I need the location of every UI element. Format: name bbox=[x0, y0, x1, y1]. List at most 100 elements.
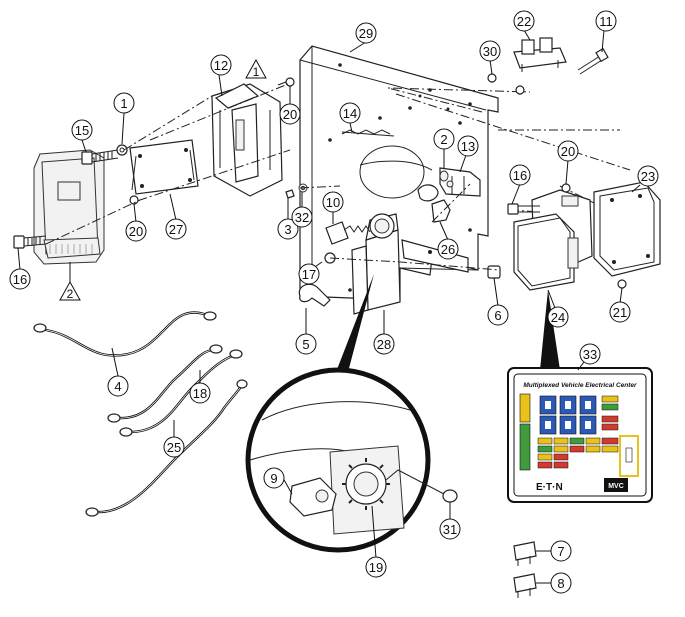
callout-circle bbox=[9, 268, 31, 290]
callout-number: 6 bbox=[494, 308, 501, 323]
callout-circle bbox=[165, 218, 187, 240]
battery-cable-icon bbox=[107, 344, 243, 437]
bolt-icon bbox=[507, 203, 540, 215]
callout-27: 27 bbox=[165, 218, 187, 240]
callout-13: 13 bbox=[457, 135, 479, 157]
callout-number: 8 bbox=[557, 576, 564, 591]
callout-circle bbox=[298, 263, 320, 285]
callout-number: 27 bbox=[169, 222, 183, 237]
ground-cable-icon bbox=[85, 379, 248, 517]
callout-number: 24 bbox=[551, 310, 565, 325]
bolt-icon bbox=[577, 47, 609, 75]
callout-number: 20 bbox=[129, 224, 143, 239]
callout-number: 26 bbox=[441, 242, 455, 257]
battery-cable-icon bbox=[33, 311, 217, 357]
leader-lines bbox=[17, 29, 641, 584]
callout-number: 32 bbox=[295, 210, 309, 225]
callout-circle bbox=[513, 10, 535, 32]
callout-circle bbox=[163, 436, 185, 458]
callout-32: 32 bbox=[291, 206, 313, 228]
callout-26: 26 bbox=[437, 238, 459, 260]
callout-circle bbox=[439, 518, 461, 540]
fuse-panel-title: Multiplexed Vehicle Electrical Center bbox=[523, 382, 637, 389]
callout-circle bbox=[609, 301, 631, 323]
callout-number: 21 bbox=[613, 305, 627, 320]
callout-5: 5 bbox=[295, 333, 317, 355]
callout-circle bbox=[210, 54, 232, 76]
callout-number: 30 bbox=[483, 44, 497, 59]
fuse-panel-logo: MVC bbox=[608, 483, 624, 490]
callout-circle bbox=[263, 467, 285, 489]
callout-circle bbox=[433, 128, 455, 150]
callout-circle bbox=[373, 333, 395, 355]
electrical-center-module-icon bbox=[513, 189, 593, 291]
callout-24: 24 bbox=[547, 306, 569, 328]
fuse-icon bbox=[513, 541, 537, 566]
callout-25: 25 bbox=[163, 436, 185, 458]
callout-circle bbox=[579, 343, 601, 365]
callout-circle bbox=[437, 238, 459, 260]
callout-circle bbox=[637, 165, 659, 187]
cover-plate-icon bbox=[593, 181, 661, 277]
callout-10: 10 bbox=[322, 191, 344, 213]
handle-icon bbox=[298, 283, 331, 307]
callout-7: 7 bbox=[550, 540, 572, 562]
callout-circle bbox=[291, 206, 313, 228]
callout-number: 15 bbox=[75, 123, 89, 138]
callout-number: 20 bbox=[283, 107, 297, 122]
callout-circle bbox=[457, 135, 479, 157]
callout-18: 18 bbox=[189, 382, 211, 404]
callout-17: 17 bbox=[298, 263, 320, 285]
callout-1: 1 bbox=[113, 92, 135, 114]
callout-number: 20 bbox=[561, 144, 575, 159]
callout-circle bbox=[107, 375, 129, 397]
fuse-panel-brand: E·T·N bbox=[536, 482, 563, 493]
callout-29: 29 bbox=[355, 22, 377, 44]
callout-number: 33 bbox=[583, 347, 597, 362]
callout-number: 23 bbox=[641, 169, 655, 184]
callout-number: 25 bbox=[167, 440, 181, 455]
callout-12: 12 bbox=[210, 54, 232, 76]
callout-19: 19 bbox=[365, 556, 387, 578]
callout-group: 1234567891011121314151616171819202020212… bbox=[9, 10, 659, 594]
ecu-module-icon bbox=[33, 149, 105, 265]
callout-9: 9 bbox=[263, 467, 285, 489]
callout-circle bbox=[339, 102, 361, 124]
callout-number: 3 bbox=[284, 222, 291, 237]
callout-6: 6 bbox=[487, 304, 509, 326]
callout-circle bbox=[355, 22, 377, 44]
callout-31: 31 bbox=[439, 518, 461, 540]
callout-number: 17 bbox=[302, 267, 316, 282]
callout-circle bbox=[279, 103, 301, 125]
callout-circle bbox=[550, 572, 572, 594]
bolt-icon bbox=[81, 149, 119, 165]
callout-number: 10 bbox=[326, 195, 340, 210]
callout-number: 9 bbox=[270, 471, 277, 486]
connector-icon bbox=[325, 221, 371, 245]
callout-circle bbox=[509, 164, 531, 186]
callout-circle bbox=[595, 10, 617, 32]
callout-circle bbox=[557, 140, 579, 162]
callout-16: 16 bbox=[9, 268, 31, 290]
callout-22: 22 bbox=[513, 10, 535, 32]
callout-20: 20 bbox=[557, 140, 579, 162]
callout-number: 5 bbox=[302, 337, 309, 352]
note-triangle-2: 2 bbox=[59, 280, 81, 301]
callout-21: 21 bbox=[609, 301, 631, 323]
callout-circle bbox=[71, 119, 93, 141]
callout-circle bbox=[113, 92, 135, 114]
callout-number: 16 bbox=[13, 272, 27, 287]
callout-number: 31 bbox=[443, 522, 457, 537]
callout-circle bbox=[295, 333, 317, 355]
callout-number: 1 bbox=[120, 96, 127, 111]
callout-number: 22 bbox=[517, 14, 531, 29]
callout-number: 11 bbox=[599, 14, 613, 29]
callout-number: 14 bbox=[343, 106, 357, 121]
callout-number: 13 bbox=[461, 139, 475, 154]
callout-number: 28 bbox=[377, 337, 391, 352]
bolt-icon bbox=[13, 235, 47, 249]
callout-circle bbox=[365, 556, 387, 578]
callout-16: 16 bbox=[509, 164, 531, 186]
note-triangle-1: 1 bbox=[245, 58, 267, 79]
